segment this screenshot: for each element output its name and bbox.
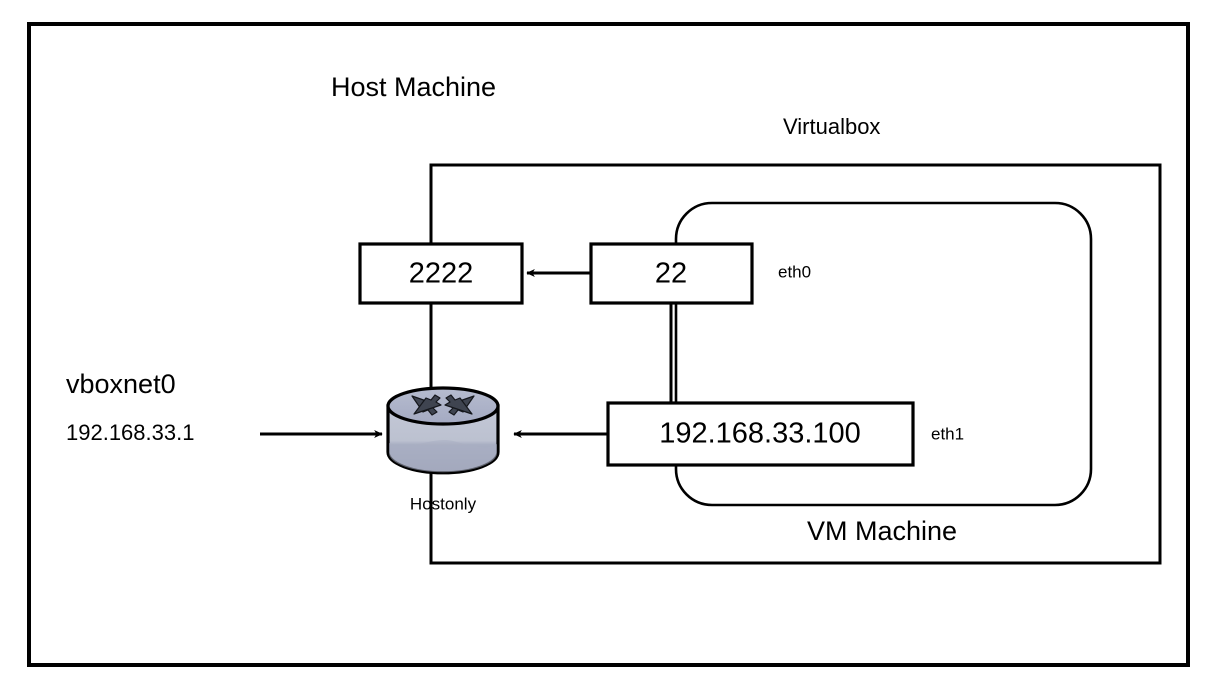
guest-ip-box[interactable] <box>606 401 915 467</box>
host-port-label: 2222 <box>409 258 474 290</box>
vboxnet0-ip: 192.168.33.1 <box>66 420 194 445</box>
virtualbox-frame <box>429 163 1162 565</box>
vboxnet0-name: vboxnet0 <box>66 369 176 399</box>
hub-label: Hostonly <box>410 494 477 513</box>
vm-machine-frame <box>674 201 1093 507</box>
eth1-label: eth1 <box>931 424 964 443</box>
host-machine-frame <box>27 22 1190 667</box>
network-switch-icon <box>386 386 500 475</box>
guest-port-label: 22 <box>655 258 687 290</box>
host-machine-title: Host Machine <box>331 72 496 102</box>
host-port-box[interactable] <box>358 242 524 305</box>
switch-arrows-icon <box>411 394 475 416</box>
guest-ip-label: 192.168.33.100 <box>659 418 861 450</box>
virtualbox-title: Virtualbox <box>783 114 880 139</box>
vm-machine-title: VM Machine <box>807 516 957 546</box>
guest-port-box[interactable] <box>589 242 754 305</box>
eth0-label: eth0 <box>778 262 811 281</box>
